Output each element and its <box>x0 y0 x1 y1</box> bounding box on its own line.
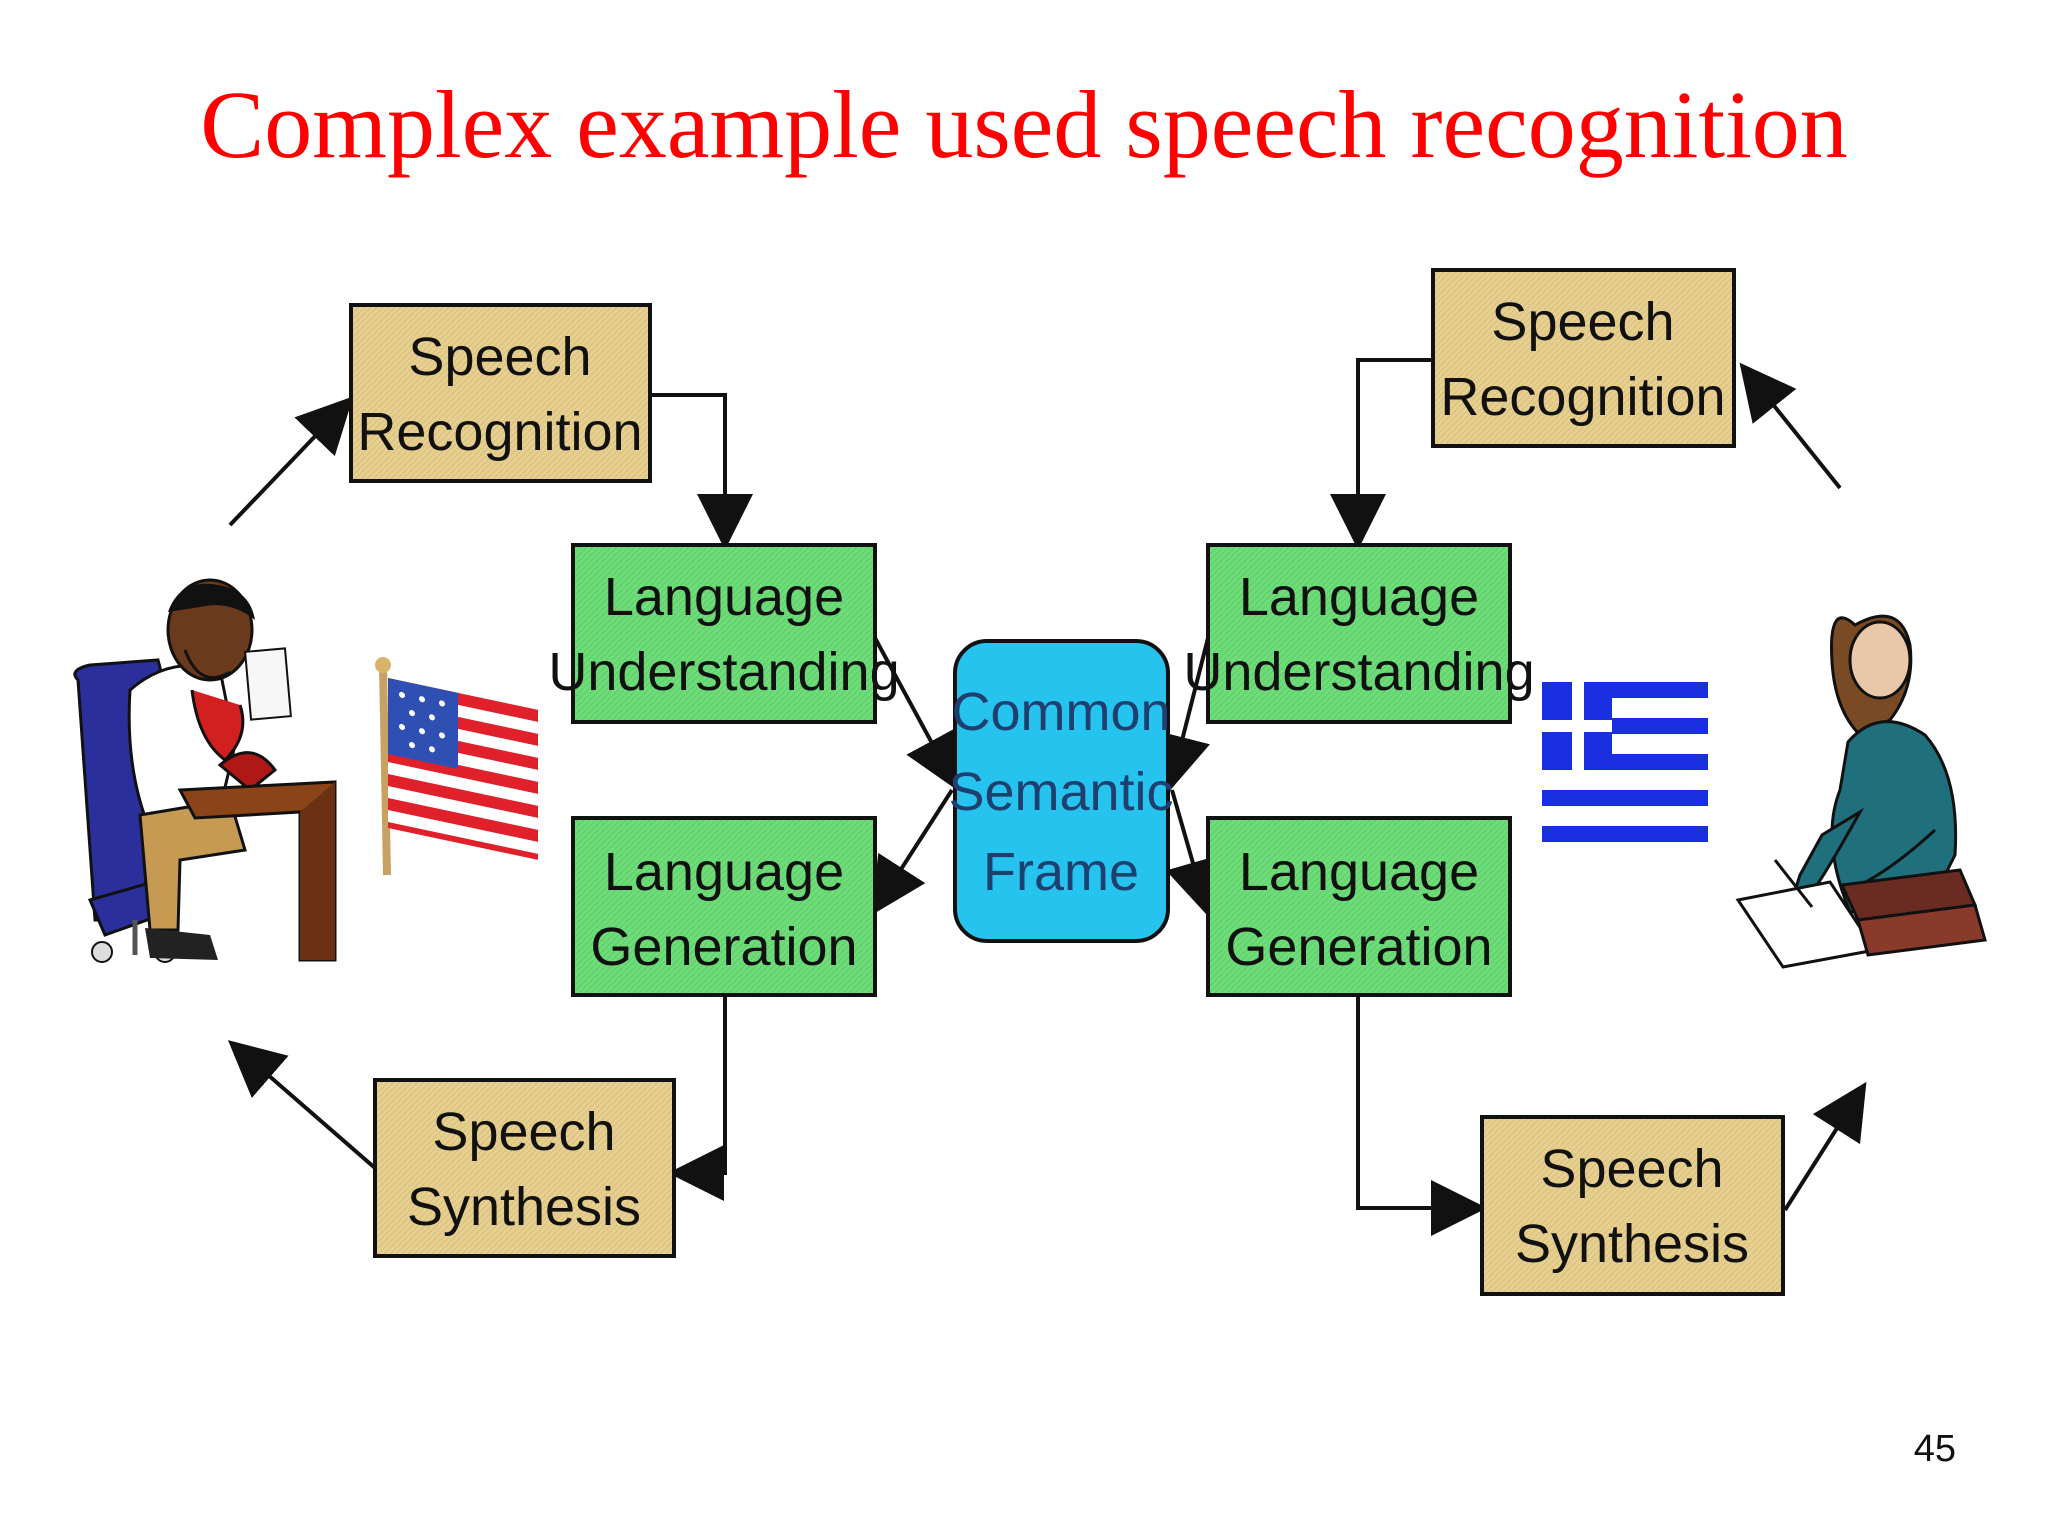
left-speech-synthesis-box: Speech Synthesis <box>373 1078 676 1258</box>
box-label: Speech <box>1540 1139 1723 1199</box>
box-label: Language <box>1239 842 1479 902</box>
common-semantic-frame-box: Common Semantic Frame <box>948 639 1174 943</box>
box-label: Understanding <box>1183 642 1534 702</box>
man-on-phone-at-desk-icon <box>73 578 337 963</box>
box-label: Synthesis <box>1515 1214 1749 1274</box>
arrow-right-understanding-to-frame <box>1155 637 1210 792</box>
box-label: Recognition <box>1440 367 1725 427</box>
box-label: Generation <box>590 917 857 977</box>
arrow-right-generation-to-synthesis <box>1356 995 1487 1236</box>
box-label: Understanding <box>548 642 899 702</box>
arrow-frame-to-left-generation <box>871 788 954 916</box>
box-label: Language <box>1239 567 1479 627</box>
right-language-generation-box: Language Generation <box>1206 816 1512 997</box>
arrow-person-to-left-recognition <box>228 396 354 527</box>
arrow-right-person-to-recognition <box>1739 362 1842 490</box>
right-language-understanding-box: Language Understanding <box>1183 543 1535 724</box>
greece-flag-icon <box>1542 682 1708 844</box>
arrow-right-synthesis-to-person <box>1783 1081 1867 1212</box>
left-language-understanding-box: Language Understanding <box>548 543 900 724</box>
page-number: 45 <box>1913 1428 1956 1470</box>
box-label: Semantic <box>948 762 1173 822</box>
arrow-left-understanding-to-frame <box>873 637 958 791</box>
box-label: Language <box>604 567 844 627</box>
box-label: Language <box>604 842 844 902</box>
box-label: Speech <box>1491 292 1674 352</box>
box-label: Frame <box>983 842 1139 902</box>
right-speech-recognition-box: Speech Recognition <box>1431 268 1736 448</box>
connectors <box>227 358 1867 1236</box>
arrow-right-recognition-to-understanding <box>1330 358 1433 550</box>
arrow-frame-to-right-generation <box>1165 789 1220 917</box>
box-label: Speech <box>408 327 591 387</box>
arrow-left-recognition-to-understanding <box>650 393 753 550</box>
woman-writing-icon <box>1735 614 1987 969</box>
arrow-left-synthesis-to-person <box>227 1040 377 1170</box>
box-label: Synthesis <box>407 1177 641 1237</box>
box-label: Common <box>951 682 1170 742</box>
right-speech-synthesis-box: Speech Synthesis <box>1480 1115 1785 1296</box>
left-speech-recognition-box: Speech Recognition <box>349 303 652 483</box>
arrow-left-generation-to-synthesis <box>668 995 727 1201</box>
left-language-generation-box: Language Generation <box>571 816 877 997</box>
slide-title: Complex example used speech recognition <box>200 71 1848 178</box>
box-label: Speech <box>432 1102 615 1162</box>
box-label: Recognition <box>357 402 642 462</box>
box-label: Generation <box>1225 917 1492 977</box>
usa-flag-icon <box>375 657 538 876</box>
